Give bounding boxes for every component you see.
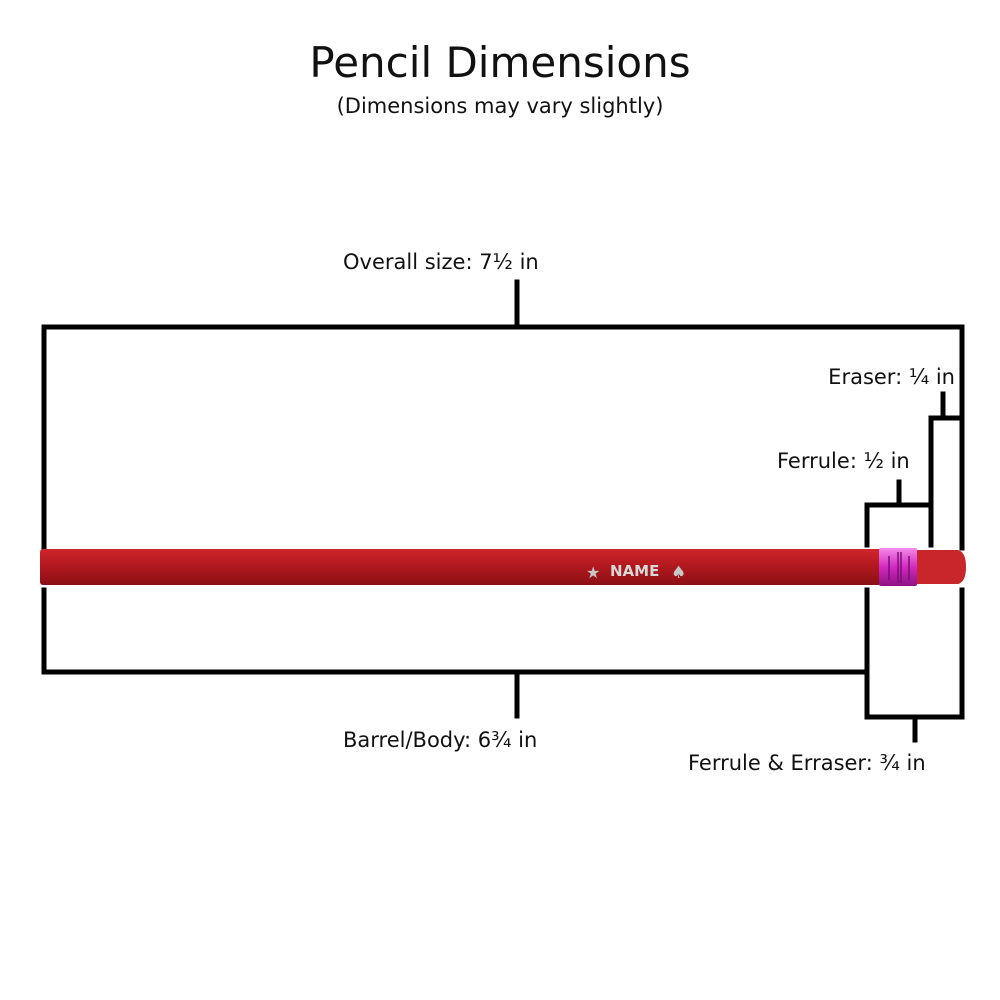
pencil-image: ★ NAME ♠ xyxy=(40,548,966,586)
spade-icon: ♠ xyxy=(671,563,686,583)
page-title: Pencil Dimensions xyxy=(309,38,691,87)
ferrule-eraser-label: Ferrule & Erraser: ¾ in xyxy=(688,751,926,775)
ferrule-label: Ferrule: ½ in xyxy=(777,449,910,473)
ferrule-eraser-bracket xyxy=(864,587,965,743)
ferrule-bracket xyxy=(864,479,934,548)
barrel-bracket xyxy=(41,587,870,719)
overall-size-label: Overall size: 7½ in xyxy=(343,250,539,274)
star-icon: ★ xyxy=(586,563,600,582)
eraser-label: Eraser: ¼ in xyxy=(828,365,955,389)
eraser-bracket xyxy=(928,391,965,548)
pencil-imprint: NAME xyxy=(610,562,659,580)
overall-bracket xyxy=(41,279,965,551)
barrel-label: Barrel/Body: 6¾ in xyxy=(343,728,538,752)
subtitle: (Dimensions may vary slightly) xyxy=(336,94,664,118)
pencil-eraser xyxy=(914,550,966,584)
pencil-body xyxy=(40,549,882,585)
